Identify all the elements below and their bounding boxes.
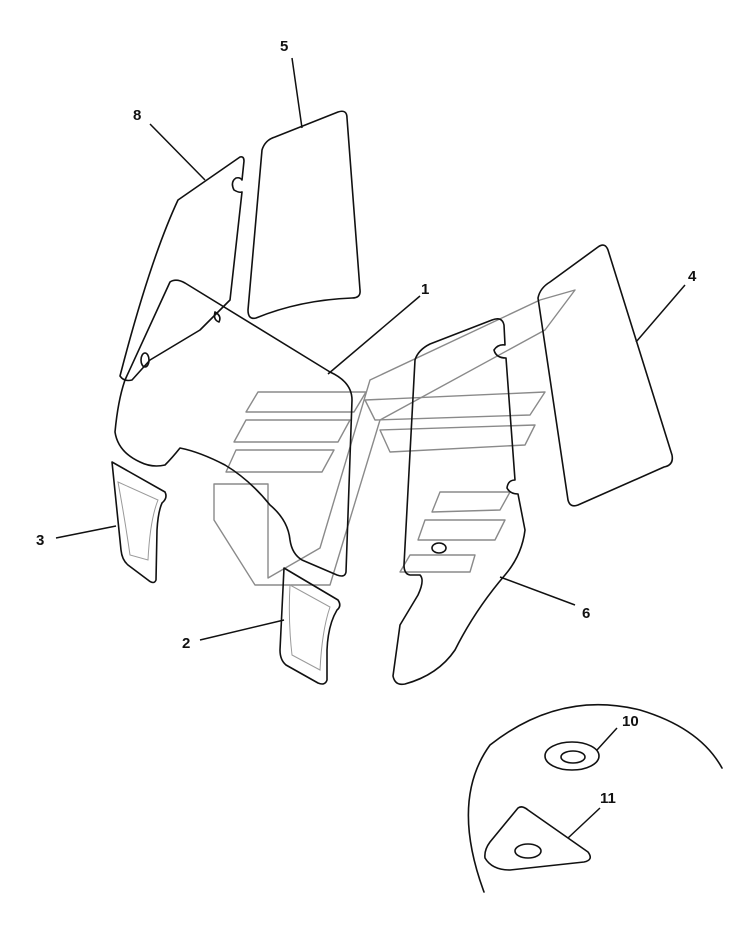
part-2-glass	[279, 567, 341, 685]
detail-view	[467, 703, 723, 893]
leader-6	[499, 576, 576, 606]
leader-4	[635, 284, 686, 343]
part-6-glass	[392, 318, 526, 686]
part-8-glass	[119, 156, 245, 382]
callout-4: 4	[688, 268, 697, 285]
leader-3	[55, 525, 117, 539]
part-3-glass	[111, 461, 167, 584]
part-4-glass	[537, 244, 674, 507]
watermark-logo	[213, 289, 576, 586]
leader-lines	[55, 57, 686, 839]
callout-10: 10	[622, 713, 639, 730]
leader-5	[291, 57, 303, 129]
callout-2: 2	[182, 635, 190, 652]
part-1-glass	[114, 279, 353, 577]
leader-8	[149, 123, 206, 181]
part-11-bracket	[484, 806, 592, 871]
leader-2	[199, 619, 285, 641]
leader-11	[567, 807, 601, 839]
callout-11: 11	[600, 790, 616, 807]
part-5-glass	[247, 110, 361, 320]
leader-10	[596, 727, 618, 751]
callout-3: 3	[36, 532, 44, 549]
callout-5: 5	[280, 38, 288, 55]
callout-labels: 5 8 1 4 3 2 6 10 11	[36, 38, 697, 807]
leader-1	[327, 295, 421, 375]
part-10-grommet	[544, 741, 600, 771]
callout-6: 6	[582, 605, 590, 622]
callout-1: 1	[421, 281, 429, 298]
callout-8: 8	[133, 107, 141, 124]
